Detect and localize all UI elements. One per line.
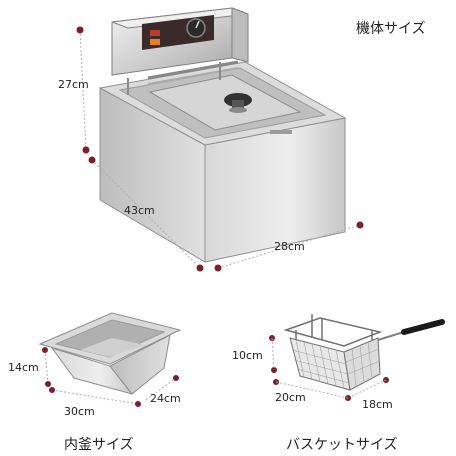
dimension-line-height xyxy=(79,29,87,151)
dimension-marker xyxy=(135,401,141,407)
control-head-side xyxy=(231,7,249,63)
label-body-width: 28cm xyxy=(274,240,305,253)
label-pot-width: 24cm xyxy=(150,392,181,405)
basket-handle-grip xyxy=(401,319,445,335)
dimension-line-depth xyxy=(91,159,201,269)
dimension-marker xyxy=(49,387,55,393)
label-basket-length: 20cm xyxy=(275,391,306,404)
indicator-light-heat xyxy=(150,39,160,45)
caption-basket-size: バスケットサイズ xyxy=(286,437,398,453)
label-basket-width: 18cm xyxy=(362,398,393,411)
basket-illustration xyxy=(269,314,445,401)
caption-pot-size: 内釜サイズ xyxy=(64,437,134,453)
dimension-marker xyxy=(42,347,48,353)
fryer-illustration xyxy=(76,7,364,272)
dimension-marker xyxy=(356,221,364,229)
dimension-marker xyxy=(45,381,51,387)
label-basket-height: 10cm xyxy=(232,349,263,362)
label-body-depth: 43cm xyxy=(124,204,155,217)
heating-rod xyxy=(147,67,239,85)
dimension-line-width xyxy=(217,224,361,269)
label-pot-length: 30cm xyxy=(64,405,95,418)
heating-rod xyxy=(147,60,239,80)
dimension-marker xyxy=(173,375,179,381)
dimension-marker xyxy=(214,264,222,272)
indicator-light-power xyxy=(150,30,160,36)
label-body-height: 27cm xyxy=(58,78,89,91)
label-pot-height: 14cm xyxy=(8,361,39,374)
dimension-marker xyxy=(76,26,84,34)
basket-top-rim xyxy=(283,317,383,347)
dimension-marker xyxy=(196,264,204,272)
caption-body-size: 機体サイズ xyxy=(356,21,426,37)
inner-pot-illustration xyxy=(38,312,182,407)
dimension-marker xyxy=(88,156,96,164)
pot-right-face xyxy=(109,334,171,395)
dimension-marker xyxy=(82,146,90,154)
